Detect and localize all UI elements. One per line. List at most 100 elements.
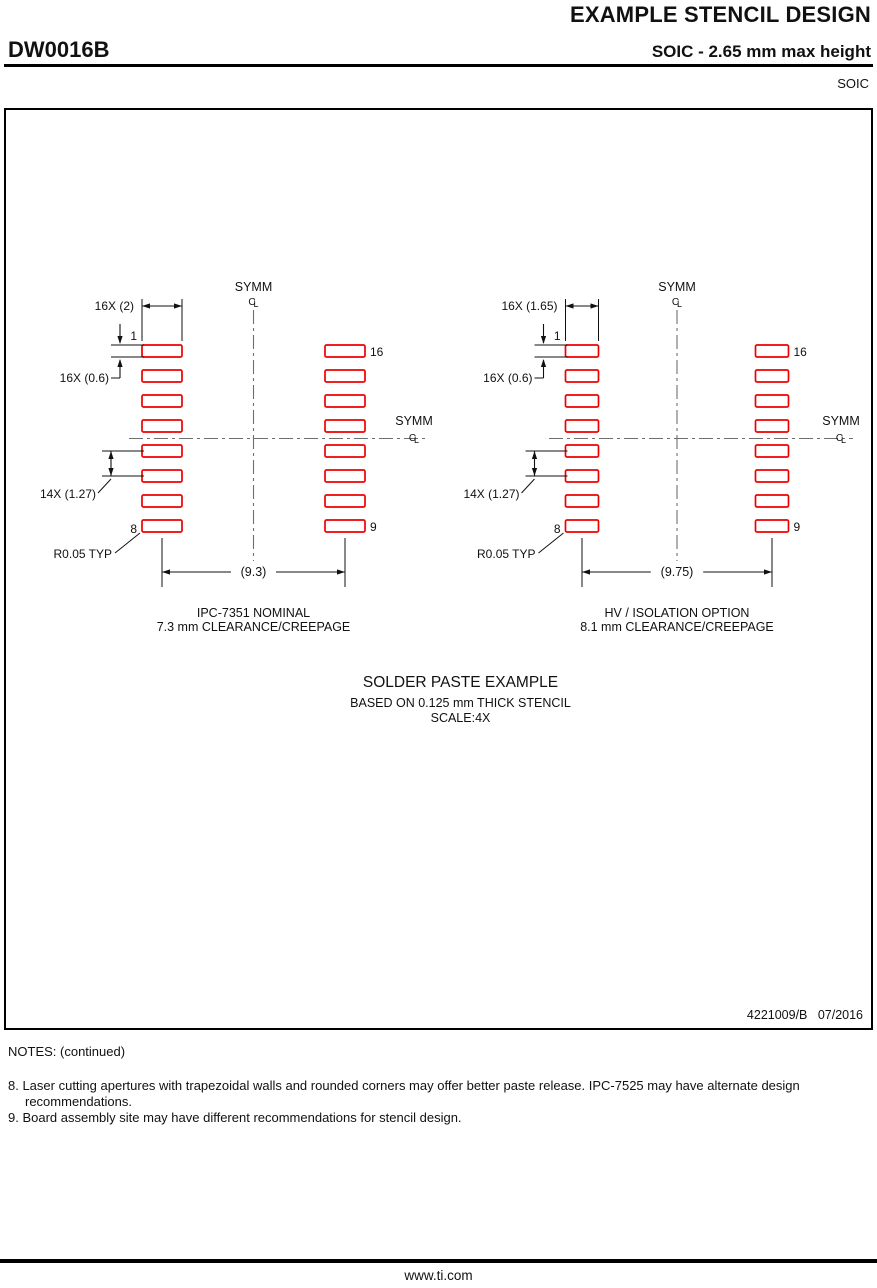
solder-paste-title: SOLDER PASTE EXAMPLE [362, 674, 559, 691]
arrowhead [162, 569, 170, 575]
span-label: (9.3) [241, 565, 267, 579]
radius-label: R0.05 TYP [477, 547, 535, 561]
solder-paste-line1: BASED ON 0.125 mm THICK STENCIL [350, 696, 571, 710]
notes-section: NOTES: (continued) 8. Laser cutting aper… [8, 1044, 803, 1127]
arrowhead [582, 569, 590, 575]
solder-pad [564, 419, 600, 433]
pin8-label: 8 [130, 522, 137, 536]
pin1-label: 1 [554, 329, 561, 343]
pin16-label: 16 [370, 345, 384, 359]
centerline-symbol-l: L [841, 435, 846, 445]
solder-pad [754, 419, 790, 433]
centerline-symbol-c: C [672, 297, 679, 308]
solder-pad [564, 469, 600, 483]
arrowhead [540, 359, 547, 367]
pin16-label: 16 [794, 345, 808, 359]
pitch-label: 14X (1.27) [40, 487, 96, 501]
solder-pad [141, 394, 183, 408]
centerline-symbol-l: L [414, 435, 419, 445]
centerline-symbol: CL [672, 297, 682, 309]
centerline-symbol-c: C [409, 433, 416, 444]
arrowhead [540, 336, 547, 344]
pin9-label: 9 [794, 520, 801, 534]
solder-pad [324, 494, 366, 508]
solder-pad [324, 369, 366, 383]
solder-pad [564, 519, 600, 533]
centerline-symbol-l: L [253, 299, 258, 309]
span-label-mask [650, 563, 704, 579]
page-title: EXAMPLE STENCIL DESIGN [569, 2, 871, 27]
pin9-label: 9 [370, 520, 377, 534]
arrowhead [764, 569, 772, 575]
radius-label: R0.05 TYP [54, 547, 112, 561]
solder-pad [324, 419, 366, 433]
centerline-symbol-c: C [836, 433, 843, 444]
pin8-label: 8 [554, 522, 561, 536]
notes-heading: NOTES: (continued) [8, 1044, 126, 1059]
dim-line [97, 478, 112, 494]
solder-pad [754, 394, 790, 408]
caption-line1: IPC-7351 NOMINAL [197, 606, 310, 620]
note-item-9: 9. Board assembly site may have differen… [8, 1110, 462, 1126]
pin1-label: 1 [130, 329, 137, 343]
solder-pad [141, 419, 183, 433]
solder-pad [141, 519, 183, 533]
solder-paste-line2: SCALE:4X [430, 711, 491, 725]
arrowhead [117, 336, 123, 344]
arrowhead [590, 303, 599, 309]
solder-pad [141, 469, 183, 483]
solder-pad [754, 469, 790, 483]
solder-pad [564, 394, 600, 408]
caption-line1: HV / ISOLATION OPTION [605, 606, 750, 620]
part-number: DW0016B [8, 37, 110, 62]
arrowhead [117, 359, 123, 367]
solder-pad [564, 444, 600, 458]
pitch-label: 14X (1.27) [463, 487, 519, 501]
pad-height-label: 16X (0.6) [483, 371, 532, 385]
arrowhead [531, 451, 538, 459]
symm-label-side: SYMM [822, 414, 860, 428]
solder-pad [754, 494, 790, 508]
solder-pad [141, 494, 183, 508]
radius-leader [538, 532, 564, 554]
solder-pad [324, 344, 366, 358]
package-subtitle: SOIC - 2.65 mm max height [651, 42, 871, 61]
solder-pad [324, 444, 366, 458]
arrowhead [108, 468, 114, 476]
symm-label-top: SYMM [235, 280, 273, 294]
solder-pad [324, 394, 366, 408]
note-item-8: 8. Laser cutting apertures with trapezoi… [8, 1078, 800, 1110]
radius-leader [114, 532, 141, 554]
solder-pad [564, 344, 600, 358]
arrowhead [337, 569, 345, 575]
pad-height-label: 16X (0.6) [60, 371, 109, 385]
span-label: (9.75) [661, 565, 694, 579]
solder-pad [754, 344, 790, 358]
symm-label-top: SYMM [658, 280, 696, 294]
solder-pad [324, 469, 366, 483]
caption-line2: 7.3 mm CLEARANCE/CREEPAGE [157, 620, 351, 634]
arrowhead [142, 303, 150, 309]
centerline-symbol-l: L [677, 299, 682, 309]
solder-pad [754, 519, 790, 533]
dim-line [521, 478, 535, 494]
footer-rule [0, 1259, 877, 1263]
symm-label-side: SYMM [395, 414, 433, 428]
solder-pad [141, 344, 183, 358]
arrowhead [531, 468, 538, 476]
pad-width-label: 16X (1.65) [501, 299, 557, 313]
header-rule [4, 64, 873, 67]
arrowhead [174, 303, 182, 309]
solder-pad [564, 369, 600, 383]
solder-pad [564, 494, 600, 508]
footer-url[interactable]: www.ti.com [404, 1268, 473, 1283]
centerline-symbol-c: C [248, 297, 255, 308]
solder-pad [324, 519, 366, 533]
doc-number: 4221009/B 07/2016 [746, 1008, 863, 1022]
solder-pad [141, 369, 183, 383]
